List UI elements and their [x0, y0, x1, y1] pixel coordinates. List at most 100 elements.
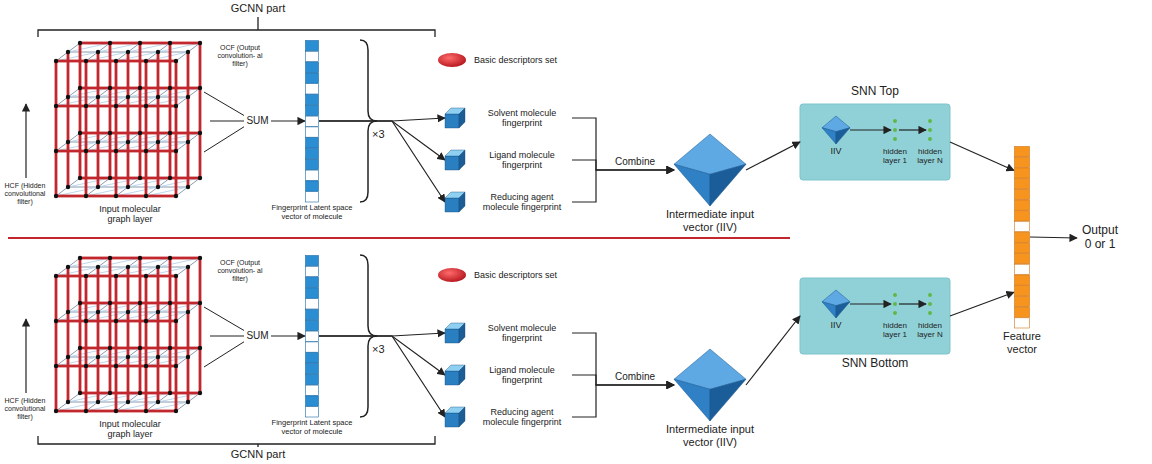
diagram-label: HCF (Hidden convolutional filter): [2, 397, 48, 421]
node-label: Reducing agent molecule fingerprint: [472, 407, 572, 428]
fingerprint-cube-shape: [445, 323, 465, 343]
diagram-label: GCNN part: [231, 448, 285, 461]
molecular-graph: Input molecular graph layer: [50, 40, 210, 225]
hidden-layer: hidden layer 1: [878, 289, 912, 339]
hidden-layer-shape: [926, 289, 934, 319]
connector-arrow: [746, 316, 800, 385]
snn-panel-ground: [800, 104, 950, 180]
snn-panel: SNN TopIIVhidden layer 1hidden layer N: [800, 104, 950, 180]
hidden-layer: hidden layer N: [913, 115, 947, 165]
node-label: Fingerprint Latent space vector of molec…: [269, 204, 355, 221]
node-label: Output 0 or 1: [1077, 224, 1123, 252]
hidden-layer: hidden layer N: [913, 289, 947, 339]
fingerprint-cube: Ligand molecule fingerprint: [445, 365, 572, 386]
connector-arrow: [899, 129, 926, 130]
node-label: Input molecular graph layer: [90, 204, 170, 225]
node-label: Intermediate input vector (IIV): [660, 423, 760, 448]
node-label: hidden layer 1: [878, 147, 912, 165]
node-label: Fingerprint Latent space vector of molec…: [269, 419, 355, 436]
input-vector-diamond-shape: [674, 134, 746, 206]
connector-arrow: [319, 121, 445, 160]
fingerprint-vector-shape: [305, 40, 319, 202]
diagram-label: GCNN part: [231, 2, 285, 15]
input-vector-diamond: IIV: [822, 116, 850, 156]
molecular-graph: Input molecular graph layer: [50, 255, 210, 440]
molecular-graph-shape: [50, 40, 210, 202]
converging-lines: [204, 307, 250, 367]
descriptor-ellipse-shape: [437, 267, 467, 283]
edge-label: SUM: [244, 330, 270, 342]
gcnn-bracket: [38, 436, 435, 447]
diagram-label: ×3: [372, 128, 385, 141]
node-label: Intermediate input vector (IIV): [660, 208, 760, 233]
label-holder: HCF (Hidden convolutional filter): [2, 182, 48, 206]
node-label: hidden layer N: [913, 147, 947, 165]
node-label: Solvent molecule fingerprint: [472, 108, 572, 129]
connector-arrow: [950, 142, 1014, 171]
converging-lines: [204, 92, 250, 152]
fingerprint-cube-shape: [445, 108, 465, 128]
layout-strokes: [26, 17, 435, 447]
row-separator: [8, 237, 790, 239]
edge-label-holder: Combine: [613, 156, 657, 168]
label-holder: OCF (Output convolution- al filter): [214, 44, 266, 68]
hidden-layer-shape: [926, 115, 934, 145]
label-holder: ×3: [372, 128, 385, 141]
gcnn-bracket: [38, 17, 435, 37]
edge-label: SUM: [244, 115, 270, 127]
fingerprint-vector: Fingerprint Latent space vector of molec…: [269, 40, 355, 221]
fingerprint-cube-shape: [445, 365, 465, 385]
node-label: Input molecular graph layer: [90, 419, 170, 440]
node-label: hidden layer N: [913, 321, 947, 339]
connector-arrow: [319, 336, 445, 417]
fingerprint-cube-shape: [445, 407, 465, 427]
fingerprint-vector-shape: [305, 255, 319, 417]
diagram-label: HCF (Hidden convolutional filter): [2, 182, 48, 206]
node-label: Ligand molecule fingerprint: [472, 150, 572, 171]
node-label: Reducing agent molecule fingerprint: [472, 192, 572, 213]
connector-arrow: [319, 121, 445, 202]
feature-vector: Feature vector: [996, 146, 1048, 355]
feature-vector-shape: [1014, 146, 1030, 328]
diagram-label: ×3: [372, 343, 385, 356]
panel-heading: SNN Bottom: [800, 357, 950, 371]
edge-label-holder: SUM: [244, 115, 270, 127]
snn-panel-ground: [800, 278, 950, 354]
edge-label-holder: Combine: [613, 371, 657, 383]
fingerprint-vector: Fingerprint Latent space vector of molec…: [269, 255, 355, 436]
fingerprint-cube: Solvent molecule fingerprint: [445, 108, 572, 129]
snn-panel: SNN BottomIIVhidden layer 1hidden layer …: [800, 278, 950, 354]
input-vector-diamond-shape: [674, 349, 746, 421]
node-label: Solvent molecule fingerprint: [472, 323, 572, 344]
label-holder: ×3: [372, 343, 385, 356]
connector-arrow: [572, 170, 674, 202]
connector-arrow: [950, 292, 1014, 316]
edge-label: Combine: [613, 156, 657, 168]
connector-arrow: [572, 333, 674, 385]
node-label: IIV: [830, 320, 841, 330]
label-holder: HCF (Hidden convolutional filter): [2, 397, 48, 421]
connector-arrow: [899, 303, 926, 304]
node-label: Basic descriptors set: [474, 55, 557, 65]
edge-label: Combine: [613, 371, 657, 383]
hcf-arrow: [25, 104, 26, 178]
descriptor-ellipse: Basic descriptors set: [437, 52, 557, 68]
node-label: Feature vector: [996, 330, 1048, 355]
input-vector-diamond: Intermediate input vector (IIV): [660, 349, 760, 448]
connector-arrow: [572, 118, 674, 170]
input-vector-diamond-shape: [822, 116, 850, 144]
node-label: Ligand molecule fingerprint: [472, 365, 572, 386]
input-vector-diamond: IIV: [822, 290, 850, 330]
hidden-layer: hidden layer 1: [878, 115, 912, 165]
descriptor-ellipse: Basic descriptors set: [437, 267, 557, 283]
hcf-arrow: [25, 319, 26, 393]
descriptor-ellipse-shape: [437, 52, 467, 68]
edge-label-holder: SUM: [244, 330, 270, 342]
hidden-layer-shape: [891, 289, 899, 319]
node-label: hidden layer 1: [878, 321, 912, 339]
label-holder: GCNN part: [231, 448, 285, 461]
diagram-label: OCF (Output convolution- al filter): [214, 259, 266, 283]
fingerprint-cube: Solvent molecule fingerprint: [445, 323, 572, 344]
